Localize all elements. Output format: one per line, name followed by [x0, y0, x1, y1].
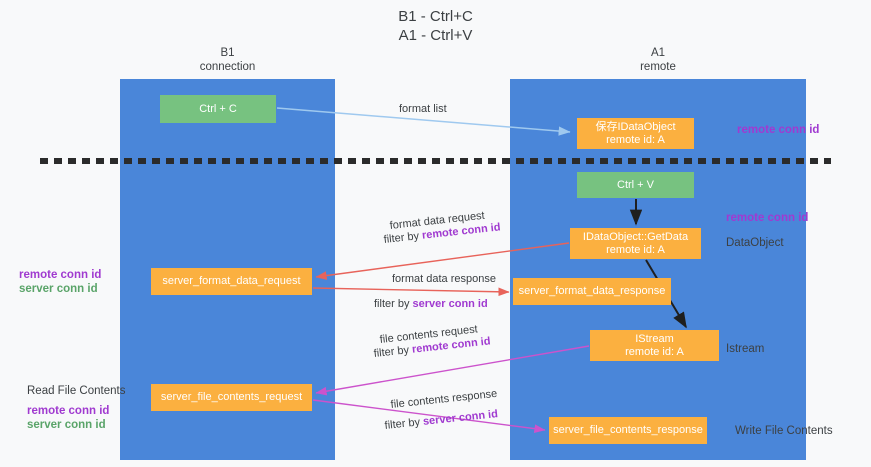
- node-server-format-data-response-label: server_format_data_response: [518, 285, 666, 297]
- node-data-object-line-2: remote id: A: [606, 133, 665, 146]
- node-server-format-data-request[interactable]: server_format_data_request: [151, 268, 312, 295]
- side-label-write-file-contents-text: Write File Contents: [735, 425, 833, 437]
- node-server-format-data-request-label: server_format_data_request: [162, 275, 301, 287]
- side-label-write-file-contents: Write File Contents: [735, 424, 833, 439]
- node-ctrl-v[interactable]: Ctrl + V: [577, 172, 694, 198]
- left-label-group-mid: remote conn id server conn id: [19, 268, 101, 296]
- edge-label-format-list: format list: [399, 102, 447, 116]
- lane-header-a1-name: A1: [650, 47, 666, 59]
- node-ctrl-c-label: Ctrl + C: [199, 102, 237, 115]
- node-istream-line-1: IStream: [635, 332, 674, 345]
- node-server-file-contents-request[interactable]: server_file_contents_request: [151, 384, 312, 411]
- node-istream-text: IStream remote id: A: [625, 333, 684, 359]
- filter-prefix: filter by: [383, 229, 423, 246]
- lane-header-a1: A1 remote: [510, 47, 806, 74]
- edge-label-format-data-response-filter: filter by server conn id: [374, 297, 488, 311]
- lane-header-b1: B1 connection: [120, 47, 335, 74]
- edge-label-format-list-text: format list: [399, 103, 447, 115]
- left-label-server-conn-id-bottom: server conn id: [27, 419, 106, 431]
- node-getdata-text: IDataObject::GetData remote id: A: [583, 231, 688, 257]
- lane-header-b1-name: B1: [220, 47, 235, 59]
- left-label-remote-conn-id-bottom: remote conn id: [27, 405, 110, 417]
- filter-key-server-conn-id: server conn id: [422, 408, 499, 428]
- node-getdata-line-2: remote id: A: [606, 243, 665, 256]
- edge-label-format-data-response: format data response: [392, 272, 496, 286]
- side-label-remote-conn-id-top-text: remote conn id: [737, 124, 820, 136]
- node-data-object[interactable]: 保存IDataObject remote id: A: [577, 118, 694, 149]
- edge-label-file-contents-response-text: file contents response: [390, 387, 498, 411]
- filter-key-server-conn-id: server conn id: [412, 298, 488, 310]
- edge-format-data-response: [312, 287, 510, 297]
- node-istream[interactable]: IStream remote id: A: [590, 330, 719, 361]
- side-label-istream-text: Istream: [726, 343, 765, 355]
- page-title: B1 - Ctrl+C A1 - Ctrl+V: [0, 7, 871, 45]
- side-label-remote-conn-id-mid-text: remote conn id: [726, 212, 809, 224]
- filter-prefix: filter by: [373, 343, 413, 360]
- edge-label-format-data-response-text: format data response: [392, 273, 496, 285]
- node-server-file-contents-request-label: server_file_contents_request: [160, 391, 303, 403]
- node-ctrl-c[interactable]: Ctrl + C: [160, 95, 276, 123]
- left-label-read-file-contents-text: Read File Contents: [27, 385, 126, 397]
- node-server-file-contents-response-label: server_file_contents_response: [553, 424, 703, 436]
- node-idataobject-getdata[interactable]: IDataObject::GetData remote id: A: [570, 228, 701, 259]
- left-label-read-file-contents: Read File Contents: [27, 385, 125, 397]
- node-ctrl-v-label: Ctrl + V: [617, 178, 654, 191]
- filter-prefix: filter by: [374, 298, 413, 310]
- edge-label-file-contents-response-filter: filter by server conn id: [384, 407, 499, 433]
- phase-divider: [40, 158, 831, 164]
- side-label-data-object-text: DataObject: [726, 237, 784, 249]
- node-istream-line-2: remote id: A: [625, 345, 684, 358]
- left-label-remote-conn-id-mid: remote conn id: [19, 269, 102, 281]
- node-server-file-contents-response[interactable]: server_file_contents_response: [549, 417, 707, 444]
- node-data-object-text: 保存IDataObject remote id: A: [595, 121, 675, 147]
- lane-header-b1-sub: connection: [199, 60, 256, 73]
- lane-header-a1-sub: remote: [640, 60, 676, 73]
- left-label-group-bottom: remote conn id server conn id: [27, 404, 109, 432]
- left-label-server-conn-id-mid: server conn id: [19, 283, 98, 295]
- side-label-remote-conn-id-top: remote conn id: [737, 123, 819, 138]
- node-data-object-line-1: 保存IDataObject: [595, 120, 676, 133]
- node-getdata-line-1: IDataObject::GetData: [582, 230, 689, 243]
- filter-prefix: filter by: [384, 415, 424, 432]
- side-label-data-object: DataObject: [726, 236, 784, 251]
- node-server-format-data-response[interactable]: server_format_data_response: [513, 278, 671, 305]
- side-label-istream: Istream: [726, 342, 764, 357]
- title-line-1: B1 - Ctrl+C: [398, 8, 473, 25]
- side-label-remote-conn-id-mid: remote conn id: [726, 211, 808, 226]
- title-line-2: A1 - Ctrl+V: [398, 27, 473, 44]
